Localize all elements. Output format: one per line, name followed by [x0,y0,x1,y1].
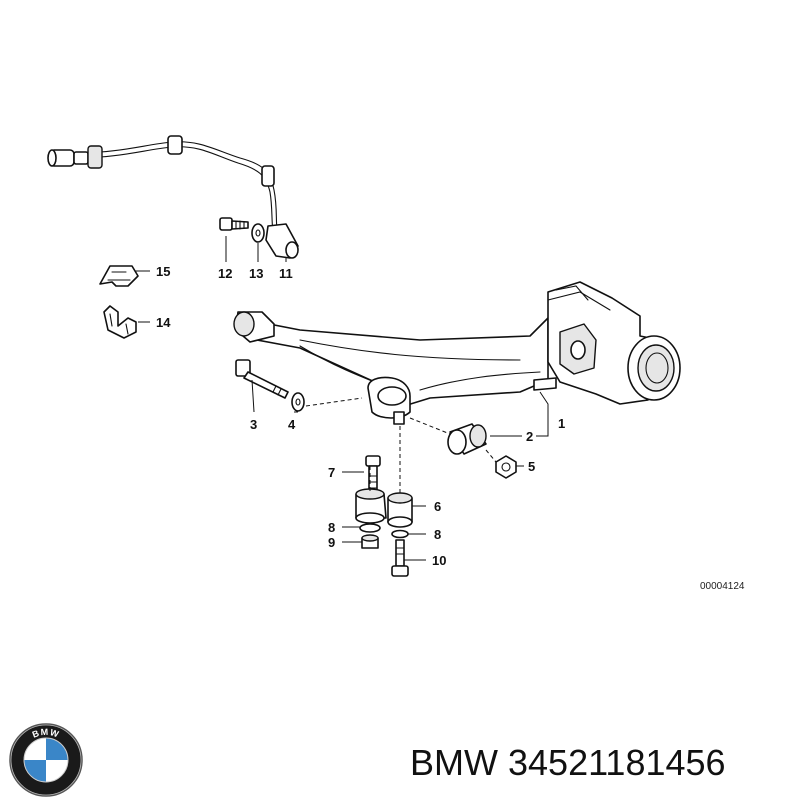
callout-1: 1 [558,416,565,431]
sensor-cable-part-11 [47,135,299,259]
callout-7: 7 [328,465,335,480]
callout-2: 2 [526,429,533,444]
bolt-part-3 [235,359,289,399]
clip-part-15 [99,265,139,287]
bushing-part-2 [447,423,487,455]
logo-letters: BMW [31,727,60,740]
callout-6: 6 [434,499,441,514]
callout-4: 4 [288,417,296,432]
callout-12: 12 [218,266,232,281]
bmw-logo-icon: BMW [9,723,83,797]
rubber-mount-part-6-right [387,492,413,528]
screw-part-12 [219,217,249,231]
washer-part-8-right [391,529,409,539]
part-caption: BMW 34521181456 [410,738,790,788]
callout-8-right: 8 [434,527,441,542]
callout-11: 11 [279,266,293,281]
caption-part-number: 34521181456 [508,742,726,783]
callout-13: 13 [249,266,263,281]
callout-5: 5 [528,459,535,474]
callout-14: 14 [156,315,171,330]
callout-15: 15 [156,264,170,279]
bolt-part-7 [365,455,381,493]
nut-part-9 [361,534,379,549]
rubber-mount-part-6-left [355,488,387,524]
callout-8-left: 8 [328,520,335,535]
svg-text:BMW: BMW [31,727,61,740]
callout-10: 10 [432,553,446,568]
caption-brand: BMW [410,742,498,783]
bolt-part-10 [391,539,409,577]
washer-part-8-left [359,523,381,533]
callout-3: 3 [250,417,257,432]
drawing-id: 00004124 [700,581,745,592]
bracket-part-14 [103,305,137,339]
washer-part-4 [291,392,305,412]
trailing-arm-part-1 [233,281,681,425]
callout-9: 9 [328,535,335,550]
nut-part-5 [495,455,517,479]
logo-quadrants [23,737,69,783]
washer-part-13 [251,223,265,243]
